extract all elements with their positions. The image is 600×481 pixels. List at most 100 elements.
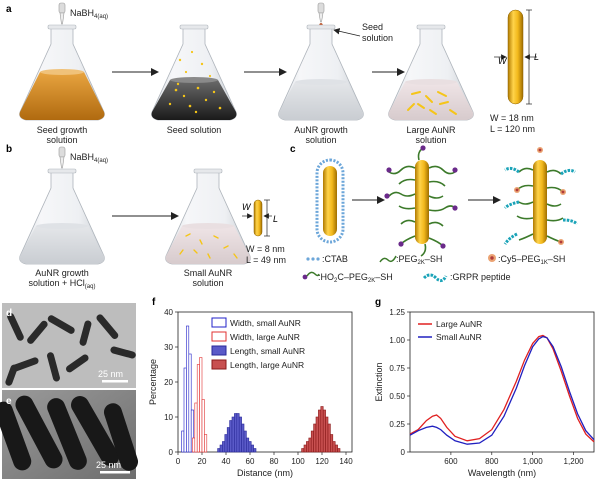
histogram-bar	[303, 444, 307, 453]
legend-ctab: :CTAB	[306, 254, 348, 264]
flask1-caption-line2: solution	[46, 135, 77, 145]
histogram-bar	[241, 423, 245, 453]
histogram-bar	[322, 409, 326, 453]
legend-label: Length, small AuNR	[230, 346, 305, 356]
flask-aunr-growth	[278, 24, 364, 121]
scale-bar-label-d: 25 nm	[98, 369, 123, 379]
histogram-bar	[334, 444, 338, 453]
histogram-bar	[219, 444, 223, 453]
svg-text::Cy5–PEG1K–SH: :Cy5–PEG1K–SH	[498, 254, 565, 266]
size-l-label: L = 49 nm	[246, 255, 286, 265]
y-tick-label: 1.00	[389, 336, 405, 345]
y-tick-label: 0	[401, 448, 406, 457]
x-tick-label: 40	[222, 457, 231, 466]
legend-label: Small AuNR	[436, 332, 482, 342]
y-axis-label: Percentage	[148, 359, 158, 405]
flask4-caption-line2: solution	[415, 135, 446, 145]
y-tick-label: 0.75	[389, 364, 405, 373]
histogram-bar	[315, 416, 319, 453]
svg-text::HO2C–PEG2K–SH: :HO2C–PEG2K–SH	[318, 272, 393, 284]
panel-label-g: g	[375, 297, 381, 308]
x-tick-label: 140	[339, 457, 353, 466]
flask-seed-growth	[19, 24, 105, 121]
y-tick-label: 0.25	[389, 420, 405, 429]
flask2-caption: Seed solution	[167, 125, 222, 135]
plot-frame	[409, 311, 595, 453]
legend-grpr: :GRPR peptide	[422, 272, 511, 283]
ctab-coated-rod	[315, 158, 345, 244]
histogram-bar	[234, 413, 238, 453]
panel-label-c: c	[290, 144, 296, 155]
x-tick-label: 600	[444, 457, 458, 466]
small-aunr-rod	[242, 199, 272, 237]
x-axis-label: Distance (nm)	[237, 468, 293, 478]
reagent-label: NaBH4(aq)	[70, 152, 108, 164]
svg-text::GRPR peptide: :GRPR peptide	[450, 272, 511, 282]
panel-label-a: a	[6, 4, 12, 15]
y-tick-label: 20	[164, 378, 173, 387]
x-tick-label: 20	[198, 457, 207, 466]
y-tick-label: 0.50	[389, 392, 405, 401]
panel-label-e: e	[6, 396, 12, 407]
histogram-bar	[188, 353, 192, 453]
x-axis-label: Wavelength (nm)	[468, 468, 536, 478]
y-tick-label: 30	[164, 343, 173, 352]
histogram-bar	[337, 448, 341, 453]
y-tick-label: 1.25	[389, 308, 405, 317]
histogram-bar	[201, 399, 205, 453]
flask4-caption-line1: Large AuNR	[406, 125, 456, 135]
histogram-bar	[332, 441, 336, 453]
size-l-label: L = 120 nm	[490, 124, 535, 134]
histogram-bar	[196, 364, 200, 453]
histogram-bar	[306, 441, 310, 453]
flask-seed-solution	[151, 24, 237, 121]
legend-label: Length, large AuNR	[230, 360, 304, 370]
large-aunr-rod	[494, 9, 537, 105]
histogram-bar	[199, 357, 203, 453]
histogram-bar	[224, 434, 228, 453]
histogram-bar	[313, 423, 317, 453]
arrow-icon	[333, 28, 361, 37]
histogram-bar	[226, 427, 230, 453]
flask3-caption-line1: AuNR growth	[294, 125, 348, 135]
legend-label: Large AuNR	[436, 319, 482, 329]
tem-image-d	[2, 303, 136, 388]
x-tick-label: 1,200	[564, 457, 585, 466]
legend-swatch	[211, 359, 227, 370]
tem-image-e	[0, 390, 139, 479]
peptide-coated-rod	[503, 147, 579, 245]
legend-label: Width, small AuNR	[230, 318, 301, 328]
flask-large-aunr	[388, 24, 474, 121]
panel-label-b: b	[6, 144, 12, 155]
y-tick-label: 10	[164, 413, 173, 422]
histogram-bar	[330, 434, 334, 453]
histogram-bar	[246, 437, 250, 453]
flask-b2-caption-line2: solution	[192, 278, 223, 288]
histogram-bar	[327, 423, 331, 453]
histogram-bar	[231, 416, 235, 453]
peg-coated-rod	[384, 145, 458, 257]
x-tick-label: 120	[315, 457, 329, 466]
flask-b2-caption-line1: Small AuNR	[184, 268, 233, 278]
x-tick-label: 1,000	[523, 457, 544, 466]
histogram-bar	[181, 430, 185, 453]
scale-bar-label-e: 25 nm	[96, 460, 121, 470]
legend-label: Width, large AuNR	[230, 332, 300, 342]
flask-b1-caption-line1: AuNR growth	[35, 268, 89, 278]
flask3-caption-line2: solution	[305, 135, 336, 145]
flask-b1-caption-line2: solution + HCl(aq)	[29, 278, 96, 290]
y-axis-label: Extinction	[374, 362, 384, 401]
histogram-bar	[194, 402, 198, 453]
histogram-bar	[318, 409, 322, 453]
histogram-bar	[310, 430, 314, 453]
size-w-label: W = 8 nm	[246, 244, 285, 254]
dim-w-label: W	[242, 202, 252, 212]
y-tick-label: 0	[169, 448, 174, 457]
panel-label-f: f	[152, 297, 156, 308]
legend-ho2c-peg: :HO2C–PEG2K–SH	[302, 271, 393, 284]
dim-l-label: L	[534, 52, 539, 62]
flask1-caption-line1: Seed growth	[37, 125, 88, 135]
